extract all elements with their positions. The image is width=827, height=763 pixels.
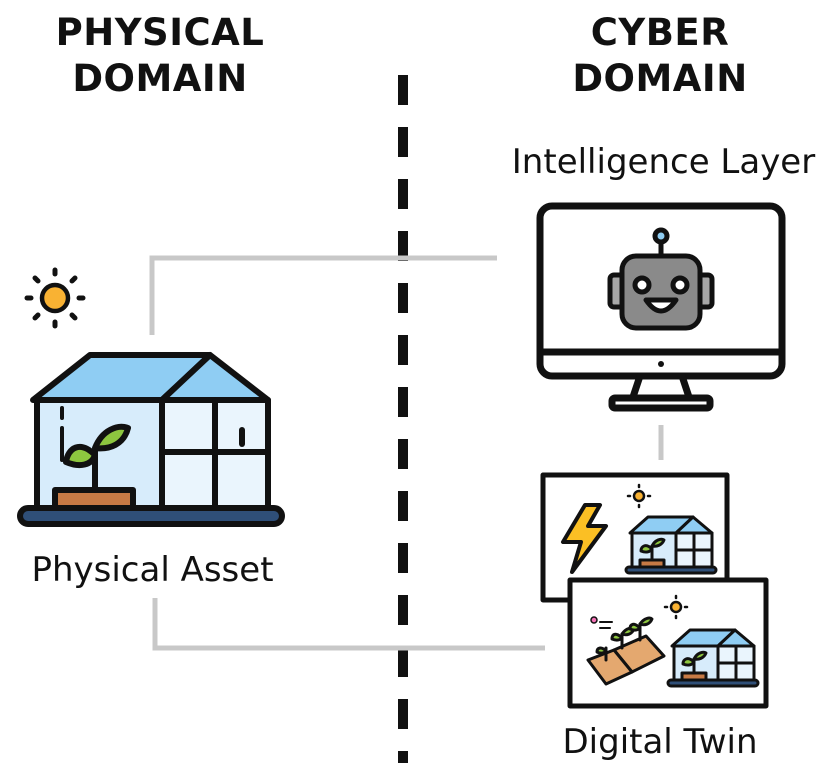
digital-twin-label: Digital Twin — [562, 722, 758, 762]
robot-icon — [607, 227, 715, 331]
cyber-domain-heading-line2: DOMAIN — [572, 57, 748, 100]
small-greenhouse-icon — [624, 515, 718, 575]
twin-card-crops — [567, 577, 769, 709]
physical-domain-heading: PHYSICAL DOMAIN — [40, 10, 280, 102]
lightning-icon — [561, 503, 608, 574]
cyber-domain-heading: CYBER DOMAIN — [560, 10, 760, 102]
physical-domain-heading-line1: PHYSICAL — [55, 11, 265, 54]
greenhouse-icon — [17, 352, 285, 527]
sun-icon — [24, 267, 86, 329]
physical-asset-label: Physical Asset — [31, 550, 274, 590]
intelligence-layer-label: Intelligence Layer — [511, 142, 816, 182]
connector-asset-to-twin — [152, 598, 545, 651]
connector-asset-to-intelligence — [149, 255, 497, 335]
crop-field-icon — [586, 616, 666, 686]
physical-domain-heading-line2: DOMAIN — [72, 57, 248, 100]
small-sun-icon-2 — [663, 594, 689, 620]
cyber-domain-heading-line1: CYBER — [590, 11, 730, 54]
small-sun-icon — [626, 483, 652, 509]
small-greenhouse-icon-2 — [666, 628, 760, 688]
